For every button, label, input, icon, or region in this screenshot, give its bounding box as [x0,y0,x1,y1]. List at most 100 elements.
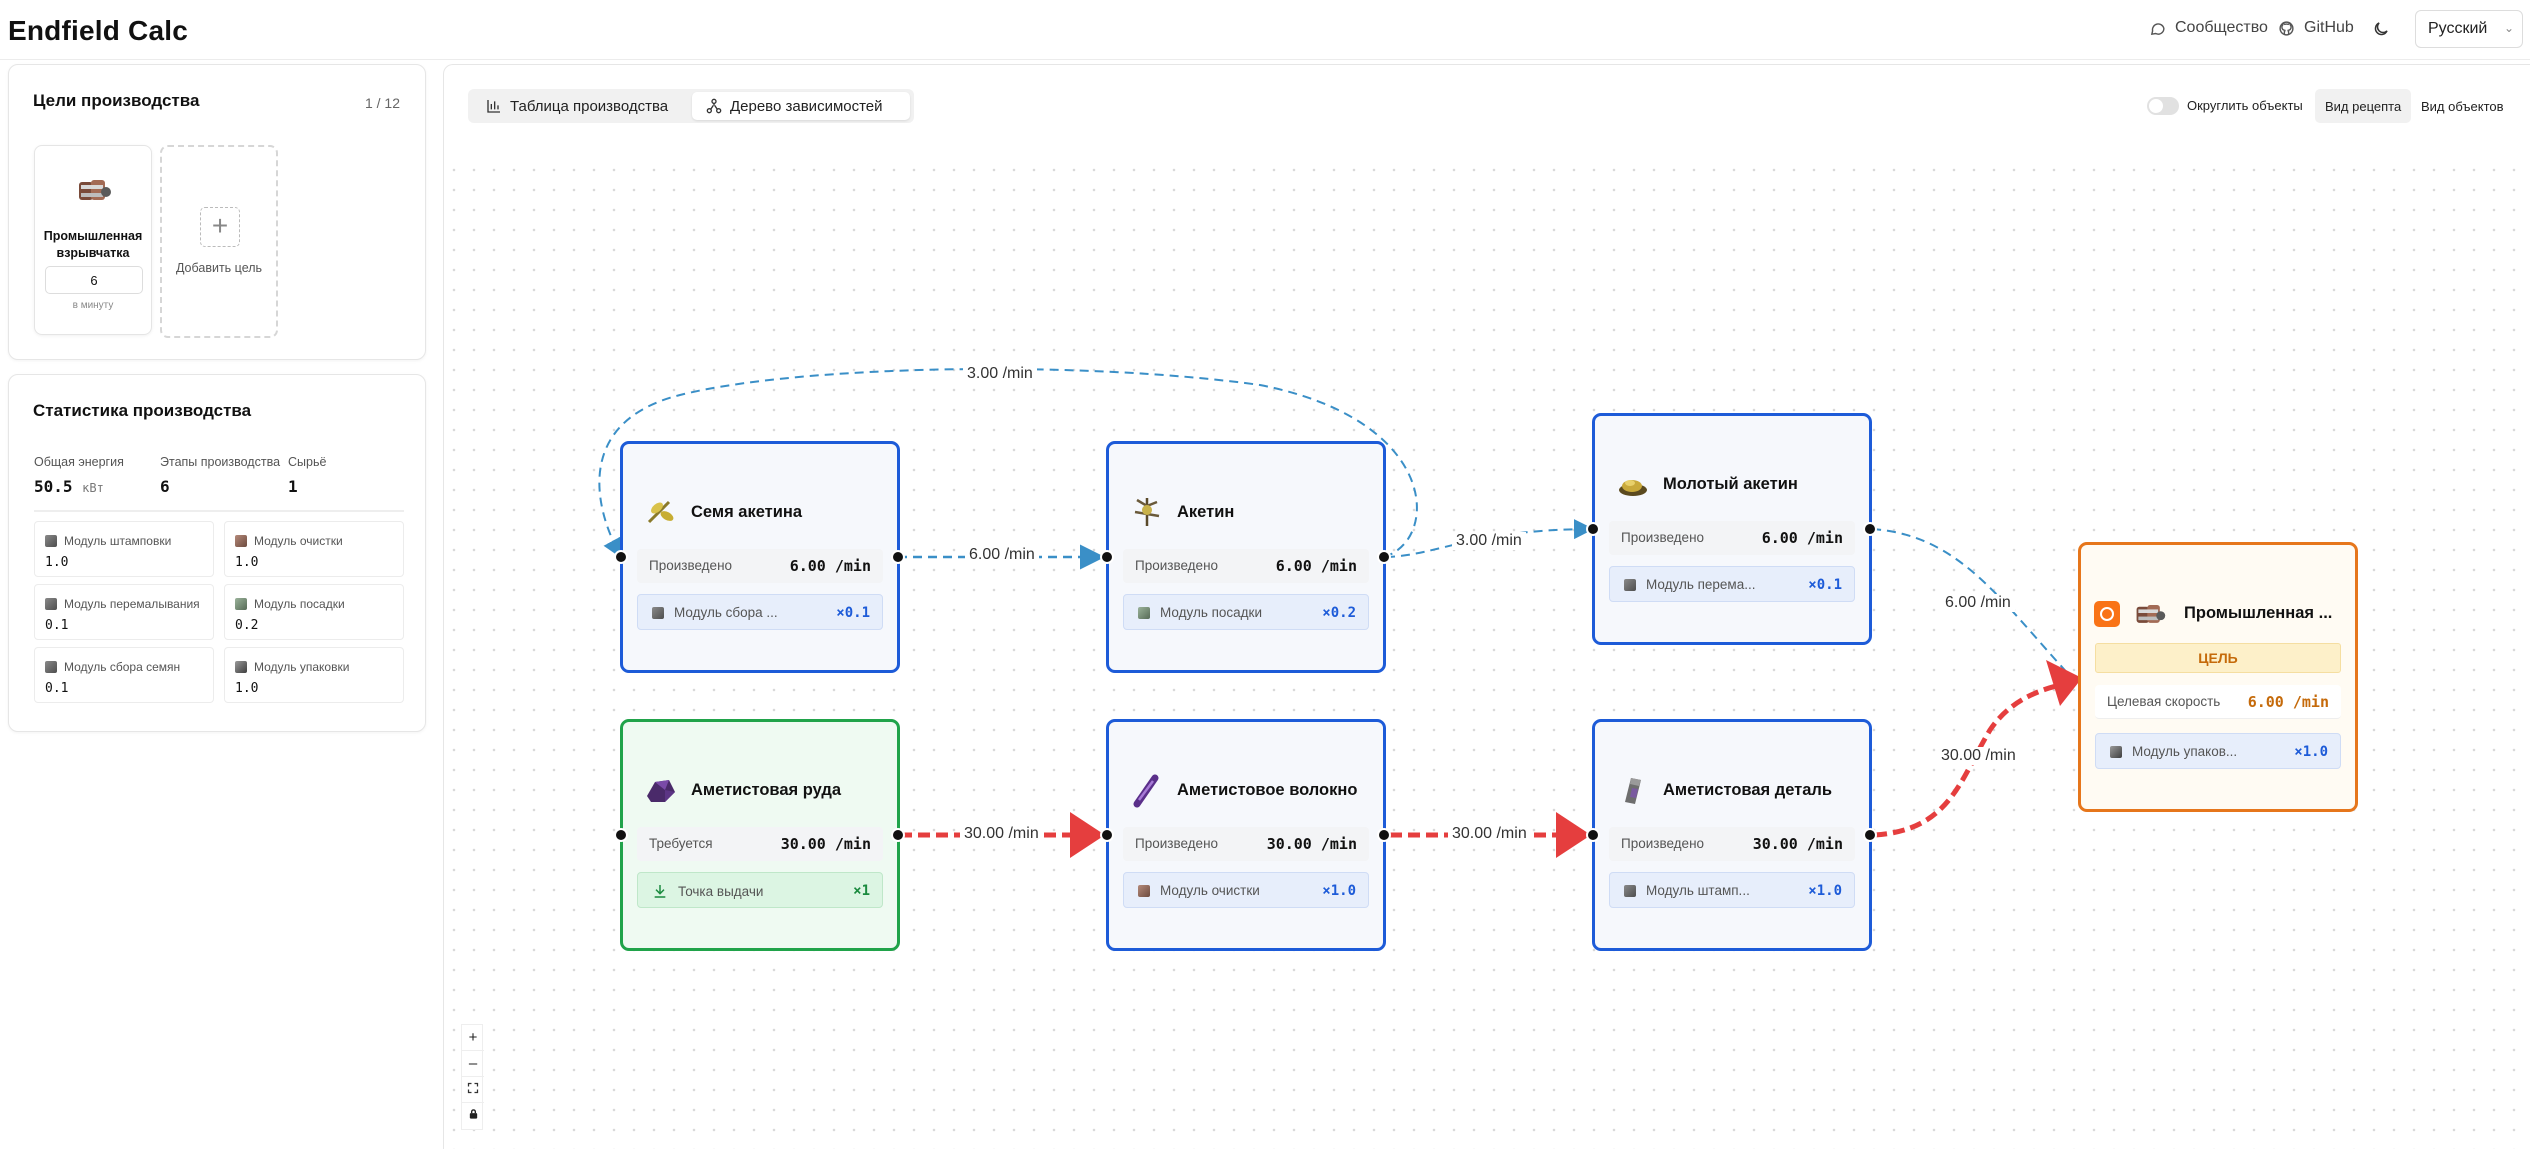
node-module: Точка выдачи ×1 [637,872,883,908]
node-input-handle[interactable] [1586,828,1600,842]
tab-production-table-label: Таблица производства [510,97,669,115]
explosive-icon [2136,604,2166,623]
recipe-view-button[interactable]: Вид рецепта [2315,89,2412,123]
github-label: GitHub [2304,19,2354,36]
node-title: Молотый акетин [1663,475,1798,493]
module-stat: Модуль очистки 1.0 [224,521,404,577]
zoom-controls: + – [461,1024,484,1130]
node-module: Модуль упаков... ×1.0 [2095,733,2341,769]
node-title: Аметистовая деталь [1663,781,1833,799]
node-input-handle[interactable] [1100,828,1114,842]
refining-module-icon [1138,884,1150,897]
view-tabs: Таблица производства Дерево зависимостей [468,89,914,123]
node-module: Модуль сбора ... ×0.1 [637,594,883,630]
download-icon [654,885,666,898]
amethyst-fiber-icon [1133,774,1159,808]
round-objects-label: Округлить объекты [2187,98,2303,113]
node-output-handle[interactable] [1377,550,1391,564]
node-input-handle[interactable] [1100,550,1114,564]
goals-count: 1 / 12 [364,95,400,111]
node-title: Семя акетина [691,503,803,521]
tree-icon [706,98,722,114]
chat-icon [2150,22,2165,35]
tab-dependency-tree-label: Дерево зависимостей [730,97,883,115]
goals-panel: Цели производства 1 / 12 Промышленная вз… [8,64,426,360]
goal-card[interactable]: Промышленная взрывчатка 6 в минуту [34,145,152,335]
github-icon [2279,20,2294,36]
stats-title: Статистика производства [33,401,252,420]
node-output-handle[interactable] [1863,522,1877,536]
zoom-out-button[interactable]: – [462,1051,484,1077]
seed-collection-module-icon [45,661,57,673]
seed-collection-module-icon [652,606,664,619]
packaging-module-icon [2110,745,2122,758]
goal-name: Промышленная взрывчатка [43,229,143,260]
github-link[interactable]: GitHub [2278,19,2354,37]
edge-label-aketin-ground: 3.00 /min [1452,532,1526,550]
lock-button[interactable] [462,1103,484,1129]
node-output-handle[interactable] [1863,828,1877,842]
edge-label-ground-goal: 6.00 /min [1941,594,2015,612]
community-link[interactable]: Сообщество [2149,19,2268,37]
node-title: Аметистовая руда [691,781,842,799]
aketin-icon [1134,498,1160,526]
theme-toggle-button[interactable] [2369,17,2393,41]
lock-icon [469,1109,477,1119]
plus-icon: + [200,207,240,247]
node-output-handle[interactable] [1377,828,1391,842]
ground-aketin-icon [1619,480,1647,496]
stats-panel: Статистика производства Общая энергия 50… [8,374,426,732]
stamping-module-icon [1624,884,1636,897]
goal-badge: ЦЕЛЬ [2095,643,2341,673]
goal-rate-input[interactable]: 6 [45,266,143,294]
node-input-handle[interactable] [1586,522,1600,536]
fit-view-button[interactable] [462,1077,484,1103]
node-module: Модуль посадки ×0.2 [1123,594,1369,630]
tab-production-table[interactable]: Таблица производства [472,92,682,120]
raw-label: Сырьё [288,455,327,469]
language-select[interactable]: Русский ⌄ [2415,10,2523,48]
node-module: Модуль очистки ×1.0 [1123,872,1369,908]
energy-label: Общая энергия [34,455,124,469]
planting-module-icon [235,598,247,610]
tab-dependency-tree[interactable]: Дерево зависимостей [692,92,910,120]
add-goal-button[interactable]: + Добавить цель [160,145,278,338]
node-input-handle[interactable] [614,828,628,842]
goal-rate-unit: в минуту [72,300,114,311]
node-output-handle[interactable] [891,828,905,842]
round-objects-toggle[interactable] [2147,97,2179,115]
edge-label-part-goal: 30.00 /min [1937,747,2020,765]
node-output-handle[interactable] [891,550,905,564]
edge-label-loop: 3.00 /min [963,365,1037,383]
module-stat: Модуль сбора семян 0.1 [34,647,214,703]
node-input-handle[interactable] [614,550,628,564]
objects-view-button[interactable]: Вид объектов [2421,99,2504,114]
add-goal-label: Добавить цель [175,261,263,275]
moon-icon [2374,22,2388,36]
seed-icon [647,500,674,524]
goals-title: Цели производства [33,91,200,110]
refining-module-icon [235,535,247,547]
fit-view-icon [467,1082,479,1094]
node-title: Аметистовое волокно [1177,781,1358,799]
edge-label-seed-aketin: 6.00 /min [965,546,1039,564]
edge-label-ore-fiber: 30.00 /min [960,825,1043,843]
module-stat: Модуль упаковки 1.0 [224,647,404,703]
target-icon [2094,601,2120,627]
zoom-in-button[interactable]: + [462,1025,484,1051]
main-panel [443,64,2530,1149]
grinding-module-icon [45,598,57,610]
